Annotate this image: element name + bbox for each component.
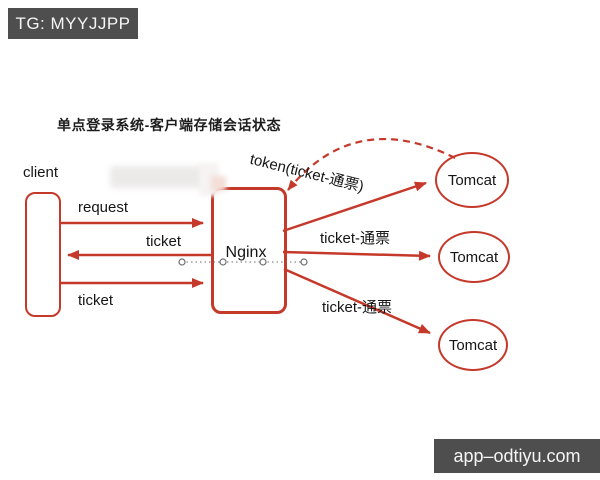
request-edge-label: request xyxy=(78,199,129,216)
site-watermark-text: app–odtiyu.com xyxy=(453,445,581,466)
telegram-watermark-badge: TG: MYYJJPP xyxy=(8,8,138,39)
session-dot-3 xyxy=(259,258,267,266)
tomcat-node-3: Tomcat xyxy=(438,319,508,371)
ticket-mid-edge-label: ticket-通票 xyxy=(320,230,391,247)
ticket-bottom-edge-label: ticket-通票 xyxy=(322,299,393,316)
session-dot-1 xyxy=(178,258,186,266)
nginx-to-tomcat2-arrow xyxy=(282,250,431,261)
tomcat-node-1: Tomcat xyxy=(435,152,509,208)
client-node-box xyxy=(25,192,61,317)
diagram-title: 单点登录系统-客户端存储会话状态 xyxy=(57,117,282,133)
nginx-to-tomcat3-arrow xyxy=(283,267,431,335)
tomcat-node-2-label: Tomcat xyxy=(449,248,499,266)
nginx-node-label: Nginx xyxy=(225,244,267,261)
session-dot-2 xyxy=(219,258,227,266)
blurred-pink-smudge xyxy=(211,176,226,191)
tomcat-node-3-label: Tomcat xyxy=(448,336,498,354)
tomcat-node-1-label: Tomcat xyxy=(447,171,497,189)
site-watermark-badge: app–odtiyu.com xyxy=(434,439,600,473)
token-dashed-arc-arrow xyxy=(287,138,456,191)
client-node-label: client xyxy=(23,164,59,181)
telegram-watermark-text: TG: MYYJJPP xyxy=(15,13,131,33)
tomcat-node-2: Tomcat xyxy=(438,231,510,283)
ticket-return-edge-label: ticket xyxy=(146,233,182,250)
session-dot-4 xyxy=(300,258,308,266)
blurred-watermark-patch xyxy=(110,166,206,188)
nginx-to-tomcat1-arrow xyxy=(282,181,427,233)
nginx-node-box xyxy=(211,187,287,314)
ticket-send-edge-label: ticket xyxy=(78,292,114,309)
